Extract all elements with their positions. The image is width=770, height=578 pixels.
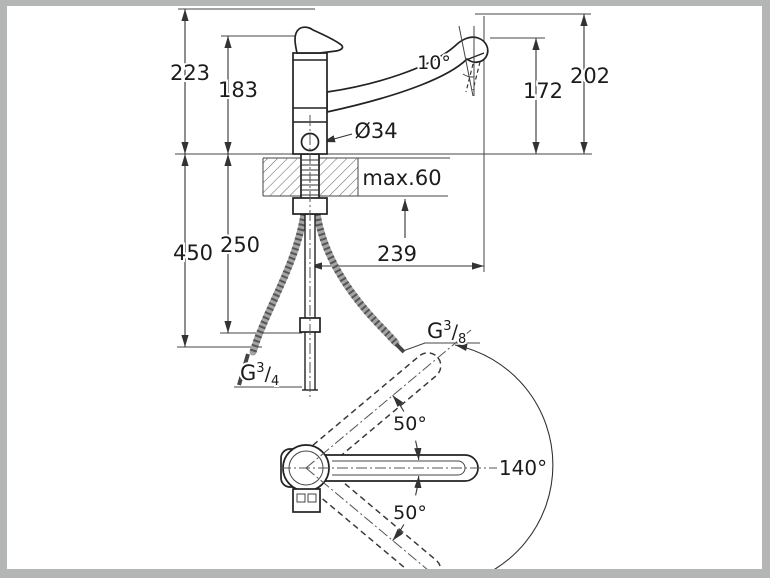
label-50-top: 50° xyxy=(393,413,427,435)
lever-handle xyxy=(294,26,344,54)
label-250: 250 xyxy=(220,233,260,257)
hose-left-connector xyxy=(237,353,250,386)
hose-left xyxy=(249,210,308,356)
label-50-bottom: 50° xyxy=(393,502,427,524)
mount-bracket-top-view xyxy=(292,488,321,513)
thread-left-g: G xyxy=(240,361,256,385)
spout-angle-construction xyxy=(458,25,475,97)
label-223: 223 xyxy=(170,61,210,85)
spout-swivel-lower xyxy=(297,457,442,569)
label-172: 172 xyxy=(523,79,563,103)
counter-hatch-left xyxy=(263,158,301,196)
label-thread-left: G3/4 xyxy=(240,361,279,389)
angle-ref-slanted xyxy=(458,25,474,97)
label-183: 183 xyxy=(218,78,258,102)
thread-right-num: 3 xyxy=(443,319,451,334)
faucet-top-view xyxy=(280,329,554,569)
spout-swivel-upper xyxy=(297,352,442,479)
swivel-centerline-upper xyxy=(305,329,472,469)
aerator xyxy=(465,52,485,61)
arc-50-bottom-a xyxy=(414,475,422,496)
thread-right-slash: / xyxy=(452,321,459,343)
dimension-labels: 223 183 10° 172 202 Ø34 max.60 450 250 2… xyxy=(168,50,612,526)
thread-right-leader xyxy=(402,342,426,352)
angle-arc xyxy=(462,73,475,78)
label-thread-right: G3/8 xyxy=(427,319,466,347)
spout xyxy=(326,36,489,114)
thread-right-den: 8 xyxy=(458,332,466,347)
hose-right-braid xyxy=(313,213,399,346)
countertop-section xyxy=(262,157,450,197)
thread-left-slash: / xyxy=(265,363,272,385)
thread-left-num: 3 xyxy=(256,361,264,376)
label-239: 239 xyxy=(377,242,417,266)
label-max60: max.60 xyxy=(362,166,441,190)
label-dia34: Ø34 xyxy=(354,119,397,143)
arc-50-top-b xyxy=(392,395,405,412)
bracket-slot-left xyxy=(296,493,306,503)
thread-right-g: G xyxy=(427,319,443,343)
label-140: 140° xyxy=(499,456,547,480)
hose-right-connector xyxy=(394,342,406,354)
label-450: 450 xyxy=(173,241,213,265)
label-10deg: 10° xyxy=(417,52,451,74)
faucet-front-view xyxy=(292,25,489,398)
swivel-arc-140 xyxy=(454,343,554,569)
arc-50-bottom-b xyxy=(392,524,405,541)
bracket-slot-right xyxy=(307,493,317,503)
counter-hatch-right xyxy=(319,158,358,196)
thread-left-den: 4 xyxy=(271,374,279,389)
arc-50-top-a xyxy=(414,440,422,461)
label-202: 202 xyxy=(570,64,610,88)
